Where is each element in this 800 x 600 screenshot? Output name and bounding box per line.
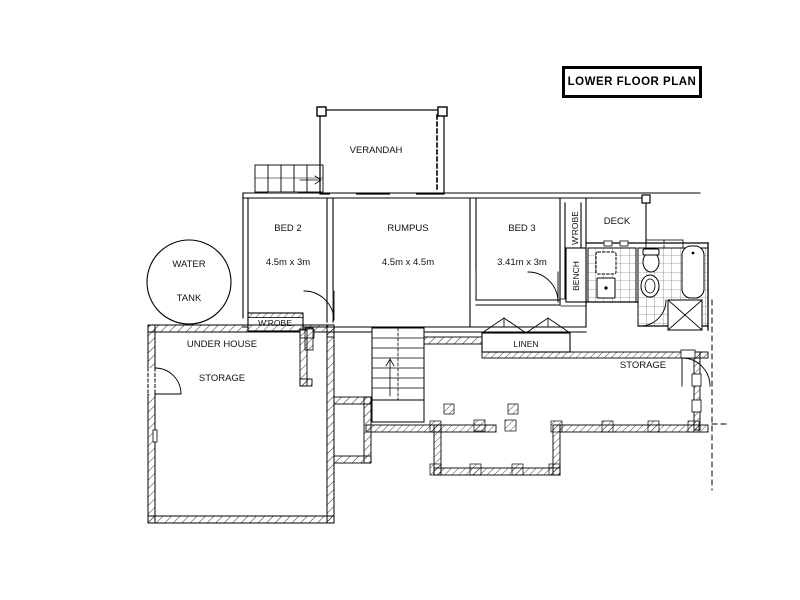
verandah-outline [316, 106, 448, 195]
wall-stubs [304, 327, 314, 351]
under-house-storage-walls [147, 324, 335, 524]
wet-area [565, 240, 709, 331]
water-tank-circle [146, 239, 232, 325]
internal-stairs [371, 327, 425, 423]
door-swing-bed3 [527, 271, 559, 303]
basin-fixture [640, 274, 660, 298]
door-swing-bed2 [303, 290, 335, 321]
door-swing-bathroom [639, 299, 667, 327]
deck-post [641, 194, 651, 204]
front-stairs [254, 164, 324, 193]
wall-rumpus-bed3 [469, 197, 477, 328]
pier [429, 403, 700, 476]
bench-outline [565, 247, 587, 303]
title-block: LOWER FLOOR PLAN [562, 66, 702, 98]
mid-wall [469, 301, 587, 333]
bathtub-fixture [681, 245, 705, 299]
shower-fixture [667, 299, 703, 331]
deck-outline [585, 194, 651, 244]
title-block-label: LOWER FLOOR PLAN [567, 76, 697, 88]
verandah-post [437, 106, 448, 117]
toilet-fixture [642, 248, 660, 273]
linen-outline [481, 317, 571, 353]
subfloor-walls [365, 299, 727, 491]
vanity-fixture [595, 251, 617, 275]
wall-layer [146, 106, 727, 524]
verandah-post [316, 106, 327, 117]
